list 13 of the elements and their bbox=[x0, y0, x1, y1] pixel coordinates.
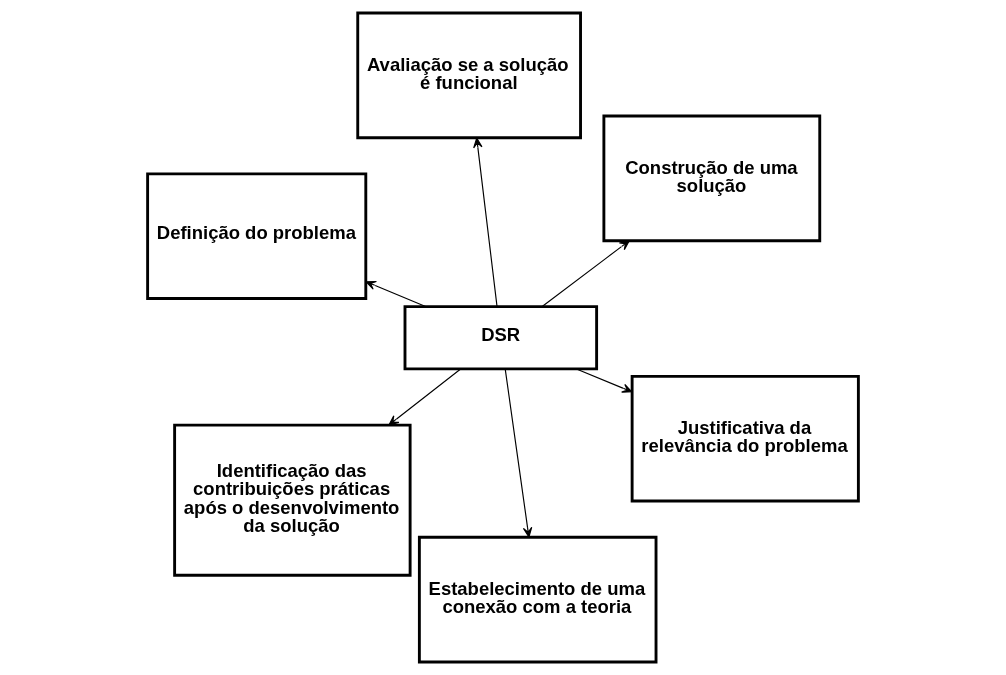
node-box: Definição do problema bbox=[146, 172, 368, 300]
node-box: DSR bbox=[403, 305, 599, 371]
arrow bbox=[388, 368, 462, 426]
node-box: Justificativa da relevância do problema bbox=[630, 374, 860, 503]
node-box: Identificação das contribuições práticas após o desenvolvimento da solução bbox=[173, 423, 412, 577]
arrow bbox=[365, 280, 427, 308]
arrow bbox=[575, 368, 633, 393]
node-box: Construção de uma solução bbox=[602, 114, 822, 243]
arrow bbox=[504, 368, 533, 538]
node-box: Avaliação se a solução é funcional bbox=[356, 11, 582, 140]
node-box: Estabelecimento de uma conexão com a teoria bbox=[417, 535, 658, 664]
arrow bbox=[541, 240, 630, 307]
arrow bbox=[473, 137, 498, 307]
